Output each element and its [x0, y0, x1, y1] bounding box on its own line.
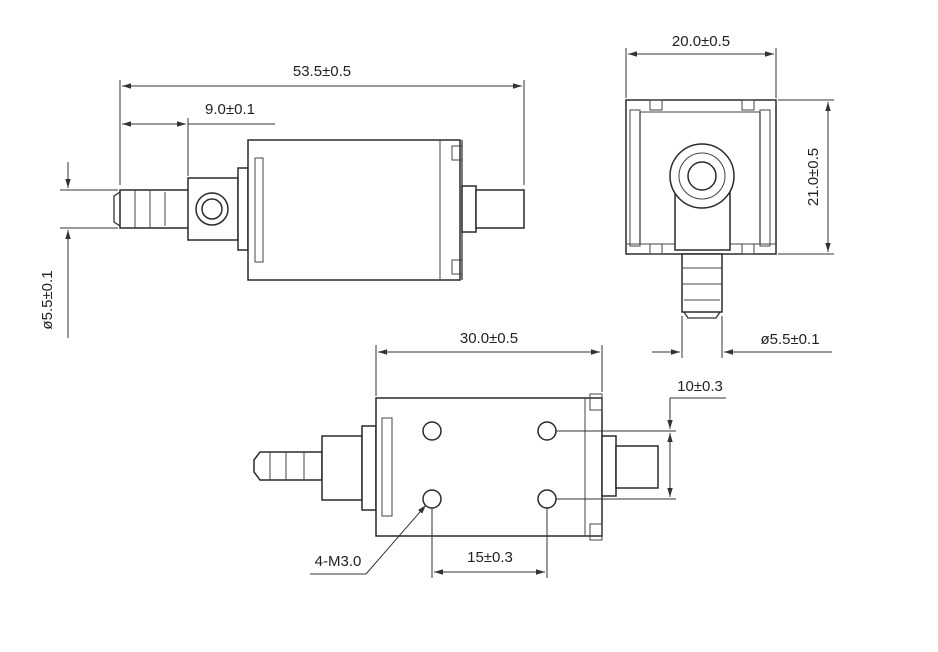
dim-overall-length: 53.5±0.5: [119, 63, 525, 185]
right-shaft: [461, 185, 525, 233]
bottom-body: [375, 393, 603, 541]
end-hose-barb: [681, 253, 723, 319]
dim-port-diameter-left: ø5.5±0.1: [39, 162, 118, 338]
side-view: 53.5±0.5 9.0±0.1 ø5.5±0.1: [39, 63, 525, 338]
bottom-port-block: [321, 435, 363, 501]
hole-spacing-vertical-label: 10±0.3: [677, 378, 723, 395]
port-offset-label: 9.0±0.1: [205, 101, 255, 118]
flange: [237, 167, 249, 251]
overall-length-label: 53.5±0.5: [293, 63, 351, 80]
bottom-hose-barb: [253, 451, 323, 481]
port-diameter-left-label: ø5.5±0.1: [39, 270, 56, 329]
bottom-flange: [361, 425, 377, 511]
callout-mount-holes: 4-M3.0: [310, 504, 427, 575]
end-port-circle-inner: [687, 161, 717, 191]
dim-port-offset: 9.0±0.1: [122, 101, 275, 176]
end-height-label: 21.0±0.5: [805, 148, 822, 206]
motor-body: [247, 139, 463, 281]
dim-port-diameter-end: ø5.5±0.1: [652, 316, 832, 358]
end-view: 20.0±0.5 21.0±0.5 ø5.5±0.1: [625, 33, 834, 358]
hole-spacing-horizontal-label: 15±0.3: [467, 549, 513, 566]
mount-hole-top-left: [422, 421, 442, 441]
mount-holes-label: 4-M3.0: [315, 553, 362, 570]
dim-hole-spacing-vertical: 10±0.3: [556, 378, 726, 500]
bottom-right-shaft: [601, 435, 659, 497]
mount-hole-bottom-right: [537, 489, 557, 509]
end-width-label: 20.0±0.5: [672, 33, 730, 50]
mount-hole-top-right: [537, 421, 557, 441]
dim-hole-spacing-horizontal: 15±0.3: [431, 508, 548, 578]
port-diameter-end-label: ø5.5±0.1: [760, 331, 819, 348]
dim-end-width: 20.0±0.5: [625, 33, 777, 98]
dim-body-length: 30.0±0.5: [375, 330, 603, 396]
left-hose-barb: [113, 189, 191, 229]
port-circle-inner: [201, 198, 223, 220]
body-length-label: 30.0±0.5: [460, 330, 518, 347]
dim-end-height: 21.0±0.5: [778, 99, 834, 255]
end-port-circle-middle: [678, 152, 726, 200]
top-view: 30.0±0.5 10±0.3 15±0.3 4-M3.0: [253, 330, 726, 578]
